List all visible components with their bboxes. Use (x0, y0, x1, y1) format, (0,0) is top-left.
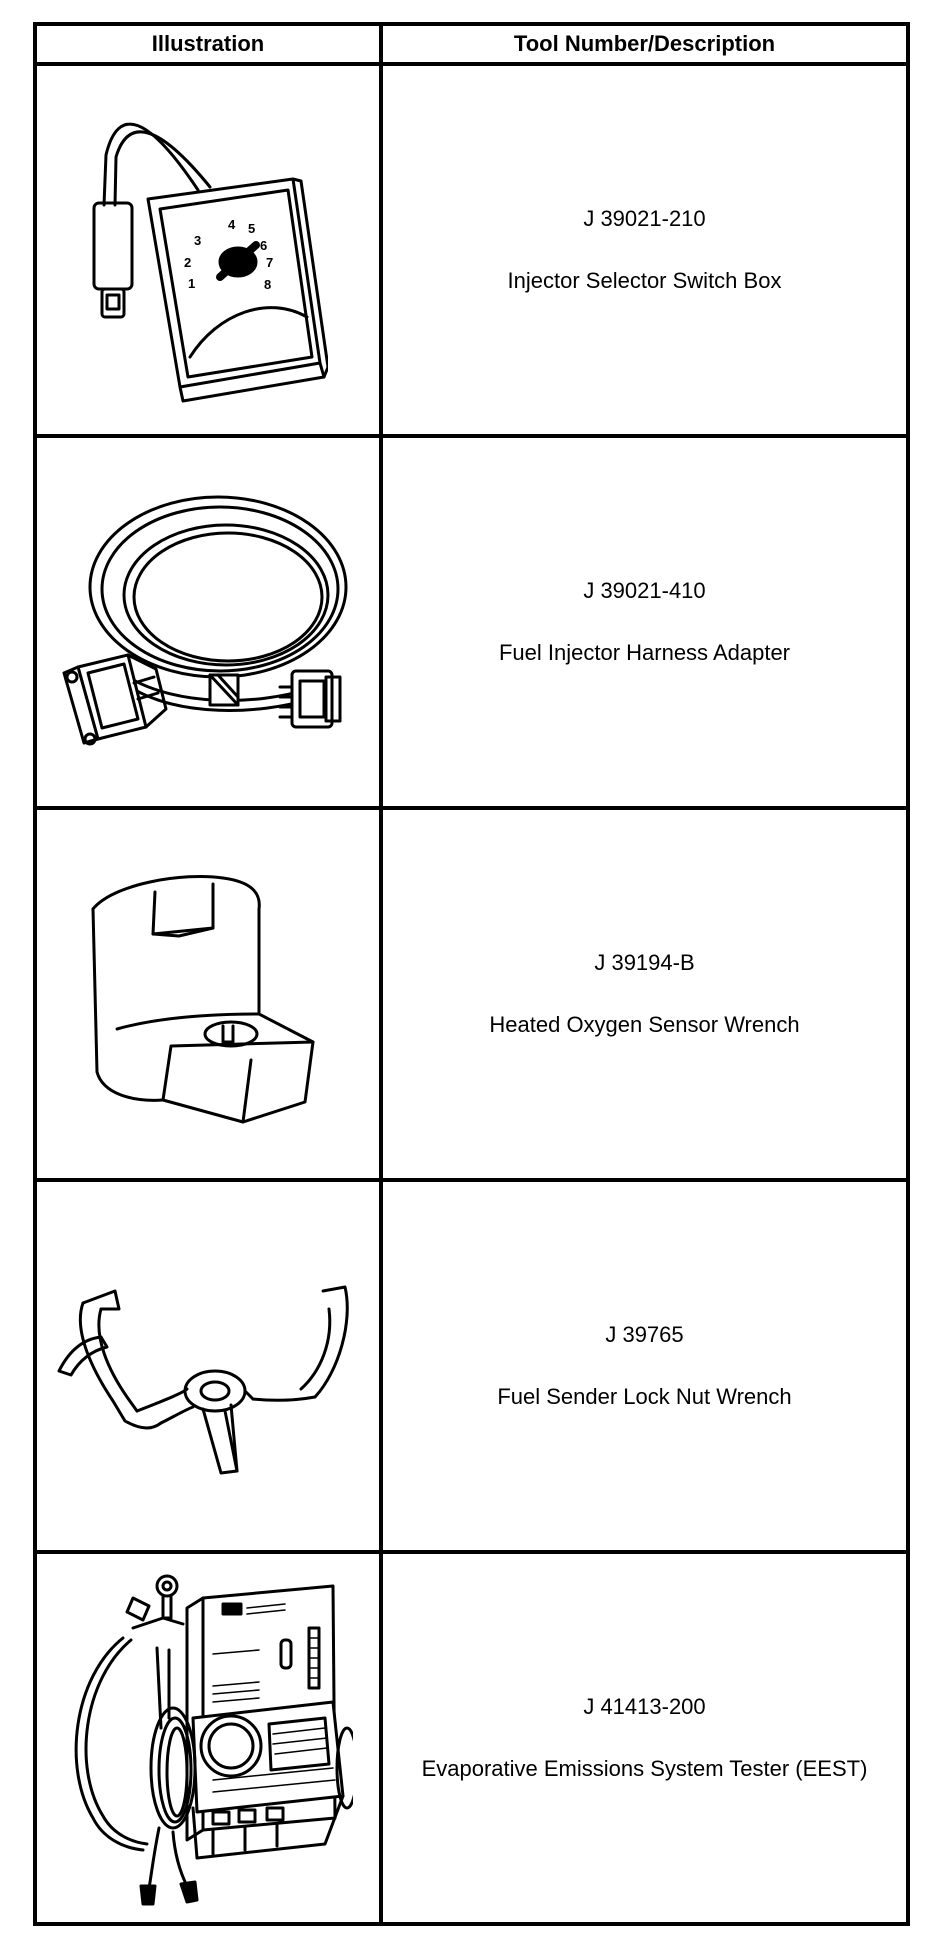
tool-description: Fuel Sender Lock Nut Wrench (497, 1384, 792, 1409)
tool-number: J 39765 (605, 1322, 684, 1347)
description-cell: J 41413-200 Evaporative Emissions System… (379, 1550, 910, 1926)
sensor-wrench-icon (83, 864, 333, 1124)
illustration-cell (33, 434, 383, 810)
table-row: J 39765 Fuel Sender Lock Nut Wrench (33, 1178, 910, 1554)
tool-description: Fuel Injector Harness Adapter (498, 640, 791, 665)
tool-number: J 41413-200 (583, 1694, 706, 1719)
lock-nut-wrench-icon (53, 1251, 363, 1481)
dial-mark: 1 (188, 276, 195, 291)
dial-mark: 2 (184, 255, 191, 270)
illustration-cell (33, 1550, 383, 1926)
description-cell: J 39021-410 Fuel Injector Harness Adapte… (379, 434, 910, 810)
tool-number: J 39021-210 (583, 206, 706, 231)
table-row: 1 2 3 4 5 6 7 8 J 39021-210 Injector Sel… (33, 62, 910, 438)
eest-tester-icon (63, 1568, 353, 1908)
dial-mark: 6 (260, 238, 267, 253)
tool-number: J 39021-410 (583, 578, 706, 603)
header-illustration: Illustration (33, 22, 383, 66)
dial-mark: 4 (228, 217, 236, 232)
description-cell: J 39021-210 Injector Selector Switch Box (379, 62, 910, 438)
illustration-cell (33, 806, 383, 1182)
tool-number: J 39194-B (594, 950, 695, 975)
description-cell: J 39194-B Heated Oxygen Sensor Wrench (379, 806, 910, 1182)
dial-mark: 5 (248, 221, 255, 236)
table-row: J 41413-200 Evaporative Emissions System… (33, 1550, 910, 1926)
dial-mark: 8 (264, 277, 271, 292)
tool-description: Heated Oxygen Sensor Wrench (489, 1012, 800, 1037)
table-header-row: Illustration Tool Number/Description (33, 22, 910, 66)
illustration-cell: 1 2 3 4 5 6 7 8 (33, 62, 383, 438)
table-row: J 39194-B Heated Oxygen Sensor Wrench (33, 806, 910, 1182)
dial-mark: 7 (266, 255, 273, 270)
special-tools-table: Illustration Tool Number/Description (33, 22, 910, 1926)
tool-description: Injector Selector Switch Box (507, 268, 782, 293)
header-tool-description: Tool Number/Description (379, 22, 910, 66)
dial-mark: 3 (194, 233, 201, 248)
description-cell: J 39765 Fuel Sender Lock Nut Wrench (379, 1178, 910, 1554)
harness-adapter-icon (58, 477, 358, 767)
table-row: J 39021-410 Fuel Injector Harness Adapte… (33, 434, 910, 810)
switch-box-icon: 1 2 3 4 5 6 7 8 (88, 95, 328, 405)
illustration-cell (33, 1178, 383, 1554)
tool-description: Evaporative Emissions System Tester (EES… (421, 1756, 868, 1781)
